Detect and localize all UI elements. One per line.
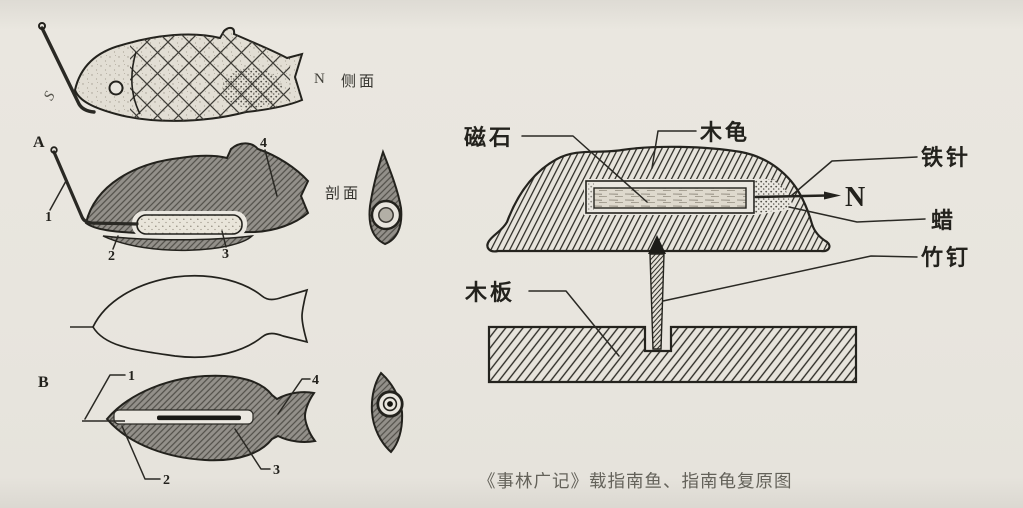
section-profile-b	[370, 371, 404, 454]
magnet-capsule	[136, 214, 243, 235]
magnet-bar	[157, 415, 241, 421]
fish-eye	[108, 80, 124, 96]
label-iron-needle: 铁针	[921, 145, 971, 170]
label-wax: 蜡	[931, 208, 956, 233]
magnet-lodestone	[593, 187, 747, 209]
label-section-view: 剖面	[325, 185, 361, 202]
wire-loop	[38, 22, 46, 30]
callout-1: 1	[45, 210, 52, 225]
gill-line	[131, 51, 141, 115]
callout-1-line	[84, 374, 126, 420]
wire-loop	[50, 146, 58, 154]
fish-wire-needle	[40, 26, 96, 114]
callout-2: 2	[108, 249, 115, 264]
callout-3-line	[234, 428, 271, 470]
label-pole-north-side: N	[314, 71, 325, 87]
callout-3-line	[221, 230, 227, 248]
wooden-board	[487, 325, 858, 384]
cavity-left-gap	[587, 183, 594, 211]
fish-top-view-b: B 1 2 3 4	[38, 369, 319, 488]
fish-outline	[92, 274, 309, 359]
callout-2: 2	[163, 473, 170, 488]
label-wooden-turtle: 木龟	[699, 120, 750, 145]
needle-hole-dot	[387, 401, 393, 407]
label-variant-a: A	[33, 134, 45, 151]
bamboo-pin-shaft	[649, 253, 665, 350]
teardrop-shape	[368, 148, 403, 246]
label-bamboo-pin: 竹钉	[920, 245, 971, 270]
label-side-view: 侧面	[341, 73, 377, 90]
section-profile-a	[368, 148, 403, 246]
callout-2-line	[121, 425, 161, 480]
callout-4-line	[264, 149, 278, 197]
wax-leader-line	[788, 206, 926, 223]
needle-hole-core	[378, 207, 394, 223]
callout-3: 3	[273, 463, 280, 478]
bamboo-pin-leader-line	[662, 255, 918, 302]
label-wooden-board: 木板	[464, 280, 515, 305]
callout-1-line	[49, 180, 67, 211]
callout-3: 3	[222, 247, 229, 262]
callout-4-line	[277, 378, 311, 415]
wire-needle-section	[52, 150, 139, 226]
fish-section-a: A 1 2 3 4 剖面	[33, 134, 361, 264]
belly-flap	[102, 234, 255, 252]
label-variant-b: B	[38, 374, 49, 391]
callout-4: 4	[312, 373, 319, 388]
callout-4: 4	[260, 136, 267, 151]
fish-side-view: S N 侧面	[38, 22, 377, 122]
wooden-turtle-leader-line	[651, 130, 697, 169]
iron-needle-leader-line	[790, 156, 918, 197]
label-pole-south: S	[41, 89, 59, 104]
callout-1: 1	[128, 369, 135, 384]
figure-caption: 《事林广记》载指南鱼、指南龟复原图	[478, 471, 793, 491]
fish-outline-plain	[70, 274, 309, 359]
callout-2-line	[112, 235, 119, 250]
label-pole-north-turtle: N	[845, 182, 865, 213]
fish-body-section	[84, 142, 310, 235]
magnet-leader-line	[521, 135, 648, 203]
tail-dark-patch	[222, 68, 282, 108]
label-magnet: 磁石	[464, 125, 514, 150]
turtle-diagram: N 磁石 木龟 铁针 蜡 竹钉 木板	[464, 120, 971, 384]
bamboo-pin-head	[648, 235, 666, 254]
wooden-board-leader-line	[528, 290, 620, 357]
needle-tip	[824, 191, 841, 200]
